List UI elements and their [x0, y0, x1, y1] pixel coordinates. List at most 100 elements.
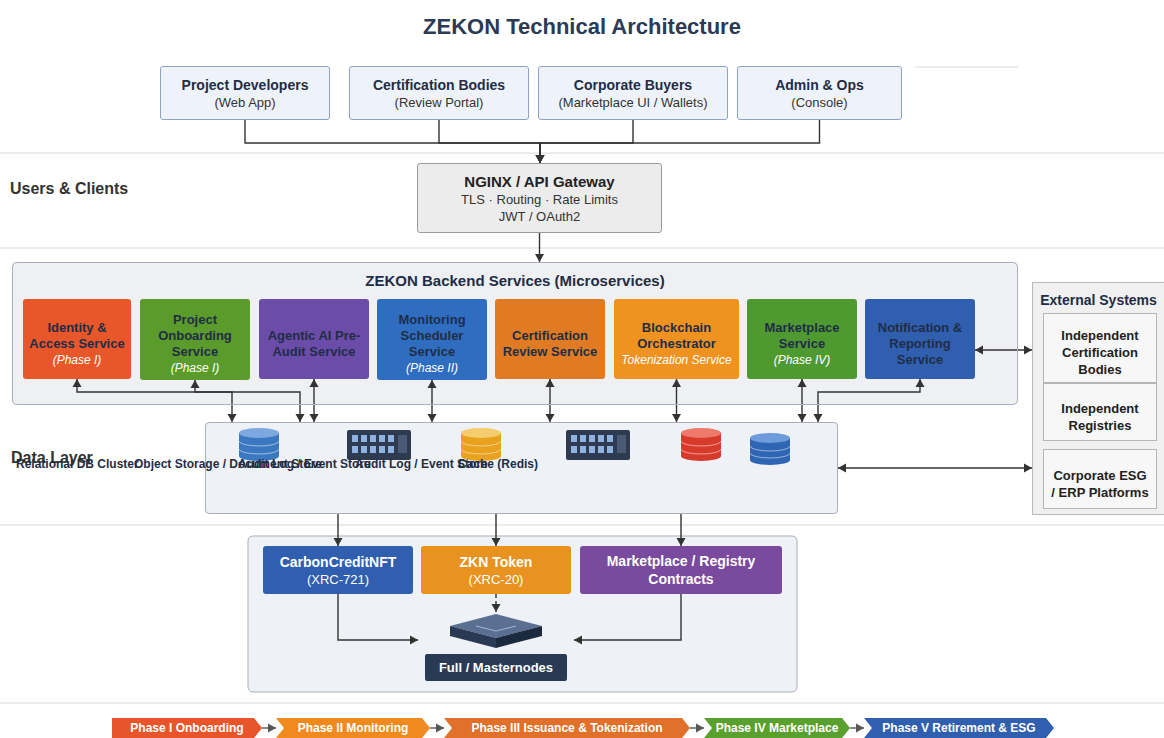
connector: [430, 724, 444, 733]
node-title: Independent Registries: [1050, 400, 1150, 434]
node-subtitle: (Web App): [214, 94, 275, 111]
connector-line: [439, 120, 540, 163]
connector: [191, 380, 305, 422]
external-system-box: Corporate ESG / ERP Platforms: [1043, 449, 1157, 509]
arrow-head: [546, 414, 555, 422]
connector: [492, 514, 501, 546]
connector: [975, 346, 1032, 355]
arrow-head: [310, 414, 319, 422]
arrow-head: [814, 414, 823, 422]
node-subtitle: Tokenization Service: [621, 352, 731, 368]
node-title: Project Developers: [182, 76, 309, 94]
client-box: Project Developers(Web App): [160, 66, 330, 120]
service-box: Project Onboarding Service(Phase I): [140, 299, 250, 380]
phase-chevron: Phase V Retirement & ESG: [864, 718, 1054, 738]
node-title: Corporate Buyers: [574, 76, 692, 94]
contract-box: Marketplace / Registry Contracts: [580, 546, 782, 594]
node-title: Certification Bodies: [373, 76, 505, 94]
arrow-head: [73, 379, 82, 387]
connector-line: [540, 120, 633, 163]
connector: [838, 464, 1032, 473]
masternode-box: Full / Masternodes: [418, 612, 574, 682]
separator-line: [0, 153, 1164, 154]
node-title: Phase II Monitoring: [294, 718, 413, 738]
phase-chevron: Phase IV Marketplace: [704, 718, 850, 738]
arrow-head: [1024, 464, 1032, 473]
node-subtitle: (Phase I): [53, 352, 102, 368]
node-title: Agentic AI Pre-Audit Service: [262, 328, 366, 360]
arrow-head: [310, 379, 319, 387]
node-title: Full / Masternodes: [425, 654, 567, 681]
node-title: NGINX / API Gateway: [464, 172, 614, 191]
data-store: Cache (Redis): [653, 427, 749, 507]
database-icon: [750, 433, 790, 465]
node-title: Phase V Retirement & ESG: [878, 718, 1039, 738]
node-subtitle: (Phase I): [171, 360, 220, 376]
external-system-box: Independent Registries: [1043, 383, 1157, 441]
arrow-head: [334, 538, 343, 546]
service-box: Blockchain OrchestratorTokenization Serv…: [614, 299, 739, 379]
separator-line: [0, 248, 1164, 249]
phase-chevron: Phase III Issuance & Tokenization: [444, 718, 690, 738]
node-subtitle: (Phase IV): [774, 352, 831, 368]
arrow-head: [536, 155, 545, 163]
service-box: Agentic AI Pre-Audit Service: [259, 299, 369, 379]
contract-box: CarbonCreditNFT(XRC-721): [263, 546, 413, 594]
connector: [850, 724, 864, 733]
gateway-box: NGINX / API GatewayTLS · Routing · Rate …: [417, 163, 662, 233]
node-title: ZEKON Backend Services (Microservices): [13, 272, 1017, 289]
arrow-head: [798, 414, 807, 422]
panel-fill: [12, 262, 1018, 405]
node-title: Project Onboarding Service: [143, 312, 247, 360]
node-title: Monitoring Scheduler Service: [380, 312, 484, 360]
connector-line: [77, 379, 232, 422]
node-title: Relational DB Cluster: [16, 457, 139, 472]
panel-fill: [1032, 282, 1164, 515]
connector: [334, 514, 343, 546]
arrow-head: [268, 724, 276, 733]
connector-line: [838, 467, 1032, 468]
service-box: Notification & Reporting Service: [865, 299, 975, 379]
node-subtitle: (Console): [791, 94, 847, 111]
external-panel: External SystemsIndependent Certificatio…: [1032, 282, 1164, 515]
node-subtitle: (Review Portal): [395, 94, 484, 111]
connector: [245, 120, 545, 163]
service-box: Marketplace Service(Phase IV): [747, 299, 857, 379]
connector: [262, 724, 276, 733]
connector-line: [245, 120, 540, 163]
phase-chevron: Phase II Monitoring: [276, 718, 430, 738]
connector: [535, 233, 544, 262]
connector: [338, 594, 418, 645]
connector-line: [975, 349, 1032, 350]
arrow-head: [410, 636, 418, 645]
services-panel: ZEKON Backend Services (Microservices)Id…: [12, 262, 1018, 405]
arrow-head: [436, 724, 444, 733]
data-layer-panel: Data LayerRelational DB ClusterObject St…: [205, 422, 838, 514]
node-title: Blockchain Orchestrator: [617, 320, 736, 352]
node-title: Certification Review Service: [498, 328, 602, 360]
node-title: Phase IV Marketplace: [712, 718, 843, 738]
connector: [798, 379, 807, 422]
diagram-title: ZEKON Technical Architecture: [0, 14, 1164, 40]
arrow-head: [838, 464, 846, 473]
separator-line: [0, 703, 1164, 704]
service-box: Monitoring Scheduler Service(Phase II): [377, 299, 487, 380]
node-title: Marketplace Service: [750, 320, 854, 352]
masternode-icon: [446, 612, 546, 650]
connector-line: [338, 594, 418, 640]
arrow-head: [296, 414, 305, 422]
service-box: Certification Review Service: [495, 299, 605, 379]
arrow-head: [798, 379, 807, 387]
arrow-head: [677, 538, 686, 546]
connector: [672, 379, 681, 422]
arrow-head: [916, 379, 925, 387]
node-title: Corporate ESG / ERP Platforms: [1050, 467, 1150, 501]
connector: [814, 379, 925, 422]
storage-icon: [565, 427, 631, 463]
arrow-head: [535, 254, 544, 262]
node-subtitle: (XRC-20): [469, 571, 524, 588]
arrow-head: [428, 380, 437, 388]
arrow-head: [492, 604, 501, 612]
node-title: ZKN Token: [460, 553, 533, 571]
database-icon: [679, 427, 723, 463]
